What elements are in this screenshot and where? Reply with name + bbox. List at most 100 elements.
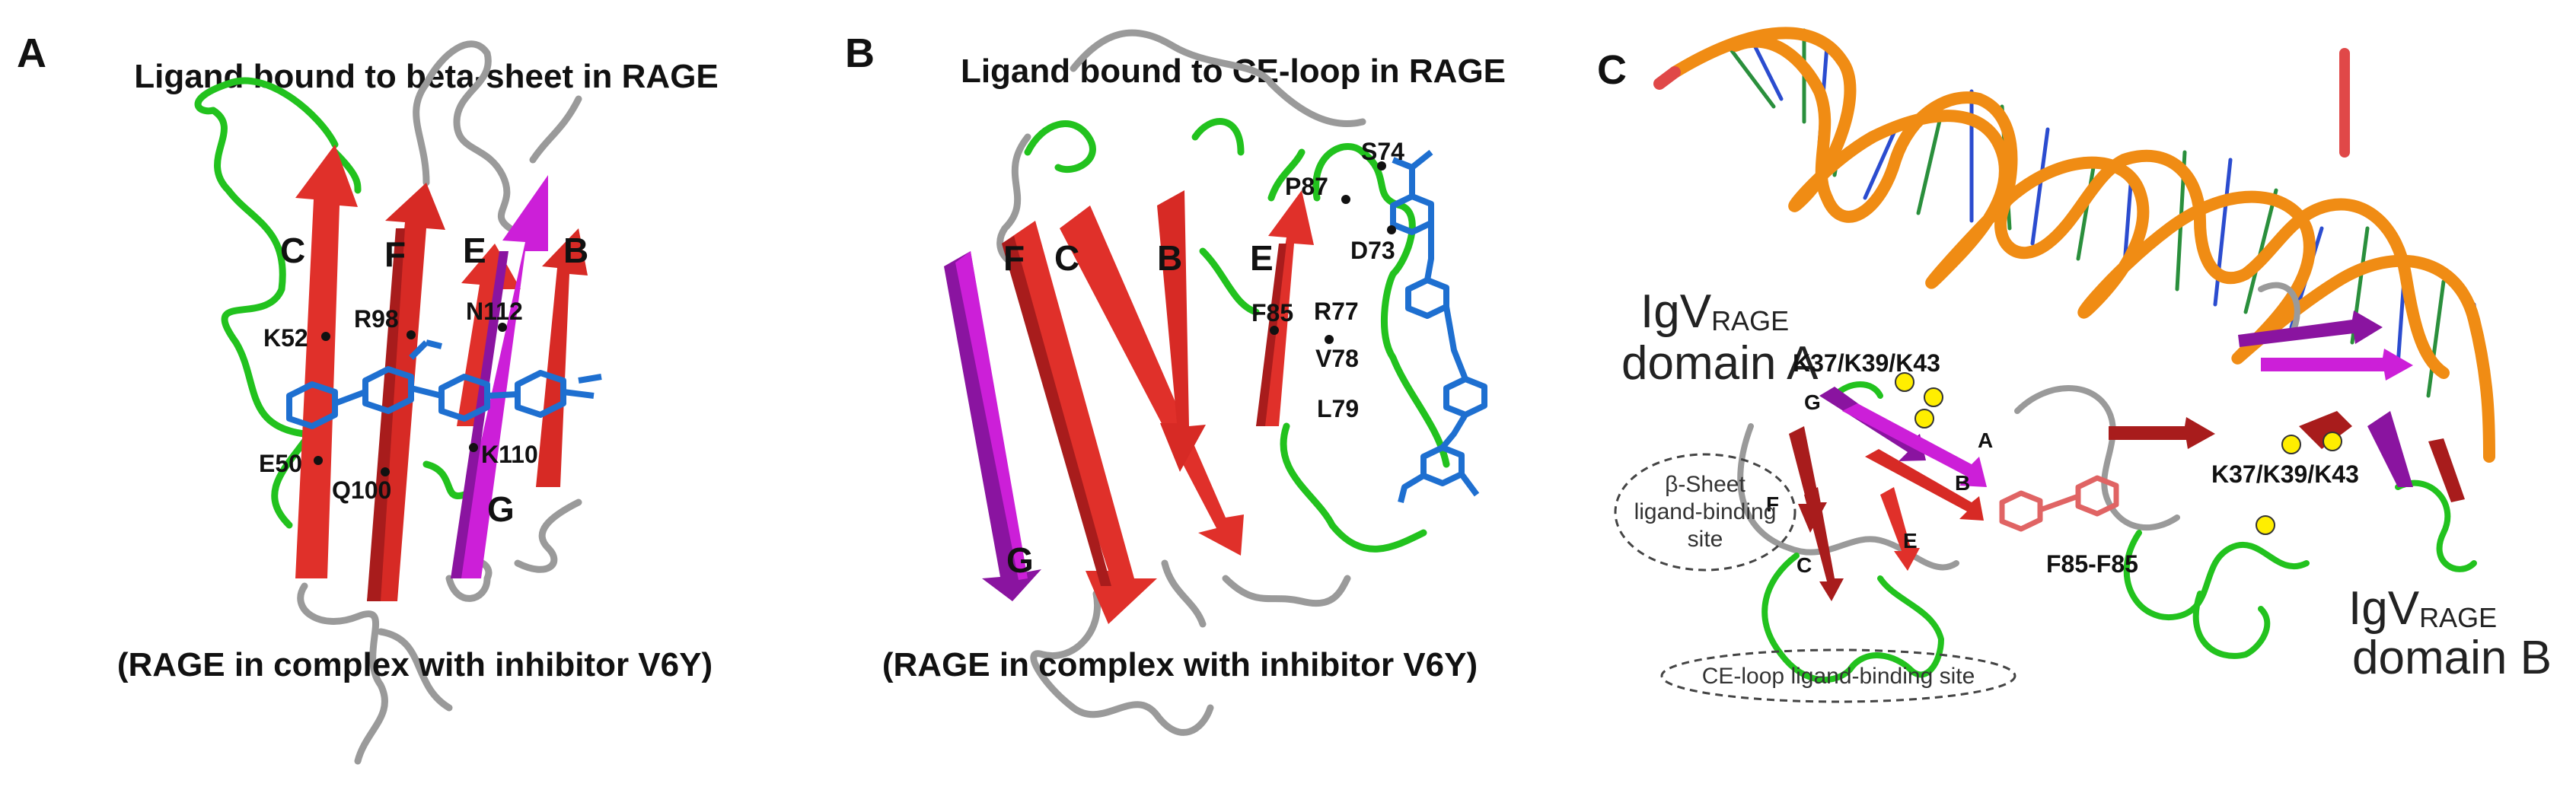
strand-label-c: C [1797, 553, 1812, 577]
domain-a-rage-sub: RAGE [1711, 305, 1789, 336]
residue-label-s74: S74 [1361, 138, 1404, 165]
gray-coil [514, 499, 582, 573]
strand-label-g: G [487, 489, 515, 529]
residue-dot [381, 467, 390, 476]
green-loop [1024, 120, 1096, 174]
residue-label-f85: F85 [1251, 299, 1293, 327]
ligand-bonds [333, 339, 602, 406]
beta-site-line3: site [1688, 527, 1723, 552]
gray-coil [1222, 575, 1351, 607]
domain-a-cartoon [1737, 381, 1959, 683]
panel-c: C [1576, 0, 2576, 790]
strand-label-e: E [463, 231, 486, 270]
base-pair [1916, 112, 1943, 215]
strand [2367, 411, 2413, 487]
strand-f-shadow [1002, 236, 1111, 586]
residue-dot [1341, 195, 1350, 204]
phenyl-ring [2075, 475, 2119, 517]
lysine-dot [1895, 372, 1914, 392]
gray-coil [1030, 590, 1214, 736]
domain-a-strands [1789, 387, 1987, 601]
ce-loop-site-outline [1660, 648, 2016, 703]
lysine-dot [2281, 435, 2301, 454]
residue-label-p87: P87 [1285, 173, 1328, 200]
gray-coil [2014, 385, 2180, 530]
green-loop [422, 460, 468, 500]
domain-a-title-line1: IgVRAGE [1640, 285, 1789, 338]
strand-b [1865, 449, 1984, 521]
panel-c-figure: C [1597, 27, 2552, 703]
lysine-dot [1924, 387, 1943, 407]
strand-label-g: G [1804, 390, 1821, 414]
strand [2109, 417, 2215, 449]
strand-f-shadow [367, 228, 405, 601]
strand-label-c: C [1054, 238, 1079, 278]
panel-b: B Ligand bound to CE-loop in RAGE F C [845, 0, 1576, 790]
lysine-dot [1914, 409, 1934, 428]
green-loop [331, 148, 362, 194]
strand-label-a: A [1978, 428, 1993, 452]
gray-coil [1070, 29, 1366, 128]
lysine-label-a: K37/K39/K43 [1793, 349, 1940, 377]
domain-a-title-line2: domain A [1621, 337, 1819, 390]
residue-dot [406, 330, 416, 339]
green-loop [2123, 530, 2310, 621]
strand [2428, 438, 2465, 502]
green-loop [194, 77, 339, 438]
panel-b-title: Ligand bound to CE-loop in RAGE [961, 53, 1506, 90]
residue-dot [1270, 326, 1279, 335]
strand-label-c: C [280, 231, 305, 270]
ligand-ring [1443, 376, 1487, 418]
strand-c [1804, 487, 1844, 601]
ligand-v6y [286, 339, 602, 429]
strand-label-b: B [1955, 471, 1970, 495]
strand-b [536, 228, 588, 487]
gray-coil [529, 95, 582, 164]
strand-label-g: G [1006, 540, 1034, 580]
green-loop [1280, 422, 1427, 553]
strand-a [1842, 403, 1987, 487]
f85-contact [1999, 475, 2119, 532]
residue-dot [314, 456, 323, 465]
domain-b-title-line1: IgVRAGE [2348, 582, 2497, 635]
beta-sheet-site-outline [1614, 453, 1797, 572]
base-pair [2426, 279, 2446, 398]
lysine-label-b: K37/K39/K43 [2211, 460, 2359, 488]
dna-end [1653, 66, 1681, 90]
residue-dot [1377, 161, 1386, 170]
residue-label-r77: R77 [1314, 298, 1359, 325]
residue-label-n112: N112 [466, 298, 523, 325]
green-loop [1312, 143, 1450, 468]
strand-e [1880, 487, 1920, 571]
domain-b-strands [2109, 311, 2465, 502]
residue-dot [1325, 335, 1334, 344]
residue-label-r98: R98 [354, 305, 399, 333]
strand [2238, 311, 2383, 347]
strand-label-e: E [1250, 238, 1274, 278]
green-loop [1267, 148, 1306, 202]
residue-label-e50: E50 [259, 450, 302, 477]
base-pair [1749, 36, 1784, 101]
ligand-ring [515, 370, 566, 418]
strand-c [295, 145, 358, 578]
gray-coil [1161, 559, 1207, 628]
domain-b-igv: IgV [2348, 582, 2420, 635]
dna-backbone [1669, 27, 2495, 463]
strand-f [1002, 221, 1157, 624]
panel-c-label: C [1597, 47, 1627, 93]
gray-coil [377, 628, 453, 712]
beta-site-line1: β-Sheet [1665, 472, 1745, 497]
gray-coil [297, 582, 388, 765]
green-loop [271, 438, 308, 529]
contact-bond [2039, 493, 2080, 513]
domain-b-cartoon [2014, 282, 2477, 659]
panel-b-label: B [845, 30, 875, 76]
ce-site-label: CE-loop ligand-binding site [1702, 664, 1975, 689]
strand-label-e: E [1903, 529, 1918, 553]
strand-label-f: F [384, 234, 406, 274]
residue-dot [469, 443, 478, 452]
ligand-bonds [1392, 149, 1480, 503]
panel-a-figure: A Ligand bound to beta-sheet in RAGE C F… [17, 30, 719, 765]
residue-label-k110: K110 [481, 441, 538, 468]
panel-b-strands [944, 190, 1314, 624]
